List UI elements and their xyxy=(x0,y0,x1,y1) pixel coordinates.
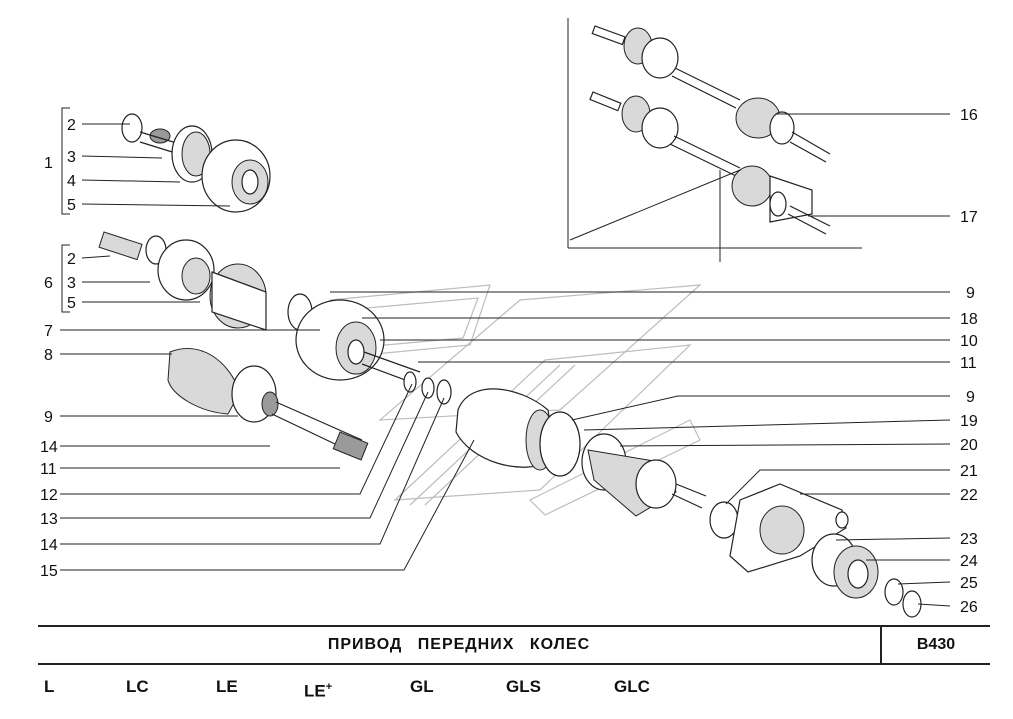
part-label-12: 12 xyxy=(40,487,58,504)
part-label-3b: 3 xyxy=(67,275,76,292)
diagram-title: ПРИВОД ПЕРЕДНИХ КОЛЕС xyxy=(327,636,591,653)
part-label-5b: 5 xyxy=(67,295,76,312)
part-label-16: 16 xyxy=(960,107,978,124)
part-label-18: 18 xyxy=(960,311,978,328)
part-label-19: 19 xyxy=(960,413,978,430)
version-l[interactable]: L xyxy=(44,677,55,696)
part-label-9r2: 9 xyxy=(966,389,975,406)
part-label-6: 6 xyxy=(44,275,53,292)
part-label-23: 23 xyxy=(960,531,978,548)
group-brackets xyxy=(61,107,70,313)
small-rings-12-13-14 xyxy=(403,371,452,405)
part-label-22: 22 xyxy=(960,487,978,504)
model-versions: L LC LE LE+ GL GLS GLC xyxy=(0,672,1013,702)
part-label-20: 20 xyxy=(960,437,978,454)
part-label-2b: 2 xyxy=(67,251,76,268)
part-number-labels: 1 2 3 4 5 6 2 3 5 7 8 9 14 11 12 13 14 1… xyxy=(40,107,978,616)
boot-and-shaft-8-11 xyxy=(167,348,369,461)
cv-joint-assembly-1 xyxy=(121,113,271,213)
parts-diagram: 1 2 3 4 5 6 2 3 5 7 8 9 14 11 12 13 14 1… xyxy=(40,18,978,618)
diagram-code: B430 xyxy=(916,636,956,653)
part-label-7: 7 xyxy=(44,323,53,340)
part-label-13: 13 xyxy=(40,511,58,528)
part-label-8: 8 xyxy=(44,347,53,364)
drive-shaft-assembly-16 xyxy=(591,25,831,163)
part-label-1: 1 xyxy=(44,155,53,172)
part-label-4: 4 xyxy=(67,173,76,190)
part-label-3: 3 xyxy=(67,149,76,166)
bearing-bracket-22 xyxy=(709,483,849,573)
version-gl[interactable]: GL xyxy=(410,677,434,696)
inner-boot-15 xyxy=(455,388,581,477)
part-label-26: 26 xyxy=(960,599,978,616)
part-label-9: 9 xyxy=(44,409,53,426)
part-label-11: 11 xyxy=(40,461,57,478)
leader-lines xyxy=(60,113,951,607)
bearing-24 xyxy=(811,533,922,618)
version-gls[interactable]: GLS xyxy=(506,677,541,696)
version-le[interactable]: LE xyxy=(216,677,238,696)
outer-joint-housing-7 xyxy=(295,299,421,385)
part-label-17: 17 xyxy=(960,209,978,226)
title-bar: ПРИВОД ПЕРЕДНИХ КОЛЕС B430 xyxy=(38,625,990,665)
part-label-5: 5 xyxy=(67,197,76,214)
part-label-24: 24 xyxy=(960,553,978,570)
part-label-14b: 14 xyxy=(40,537,58,554)
version-glc[interactable]: GLC xyxy=(614,677,650,696)
inner-joint-housing-20 xyxy=(581,433,707,517)
drive-shaft-assembly-17 xyxy=(589,91,831,235)
part-label-25: 25 xyxy=(960,575,978,592)
cv-joint-assembly-6 xyxy=(98,231,313,331)
part-label-14: 14 xyxy=(40,439,58,456)
version-lc[interactable]: LC xyxy=(126,677,149,696)
part-label-2: 2 xyxy=(67,117,76,134)
version-le-plus[interactable]: LE+ xyxy=(304,681,333,701)
part-label-10: 10 xyxy=(960,333,978,350)
part-label-21: 21 xyxy=(960,463,978,480)
title-separator xyxy=(880,627,882,663)
part-label-11r: 11 xyxy=(960,355,977,372)
part-label-15: 15 xyxy=(40,563,58,580)
inset-frame xyxy=(567,18,862,262)
part-label-9r: 9 xyxy=(966,285,975,302)
